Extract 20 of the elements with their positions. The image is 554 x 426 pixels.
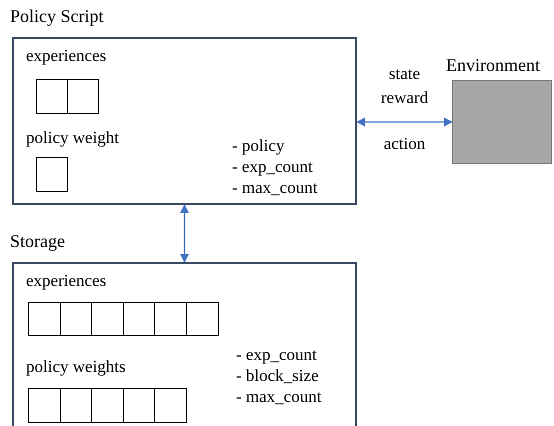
list-item: - max_count	[236, 386, 322, 407]
section-label: experiences	[26, 270, 106, 292]
list-item: - exp_count	[232, 156, 314, 177]
container-box	[12, 262, 357, 426]
container-box	[12, 37, 357, 205]
node-title: Policy Script	[10, 5, 104, 28]
double-arrow	[356, 118, 453, 126]
list-item: - max_count	[232, 177, 318, 198]
environment-block	[452, 80, 552, 164]
node-title: Storage	[10, 230, 65, 253]
arrow-caption: action	[382, 133, 426, 155]
section-label: experiences	[26, 45, 106, 67]
double-arrow	[180, 204, 189, 263]
list-item: - exp_count	[236, 344, 318, 365]
edge-label: state reward	[380, 63, 430, 109]
list-item: - policy	[232, 135, 286, 156]
node-title: Environment	[446, 54, 540, 77]
section-label: policy weight	[26, 127, 120, 149]
list-item: - block_size	[236, 365, 320, 386]
section-label: policy weights	[26, 356, 126, 378]
